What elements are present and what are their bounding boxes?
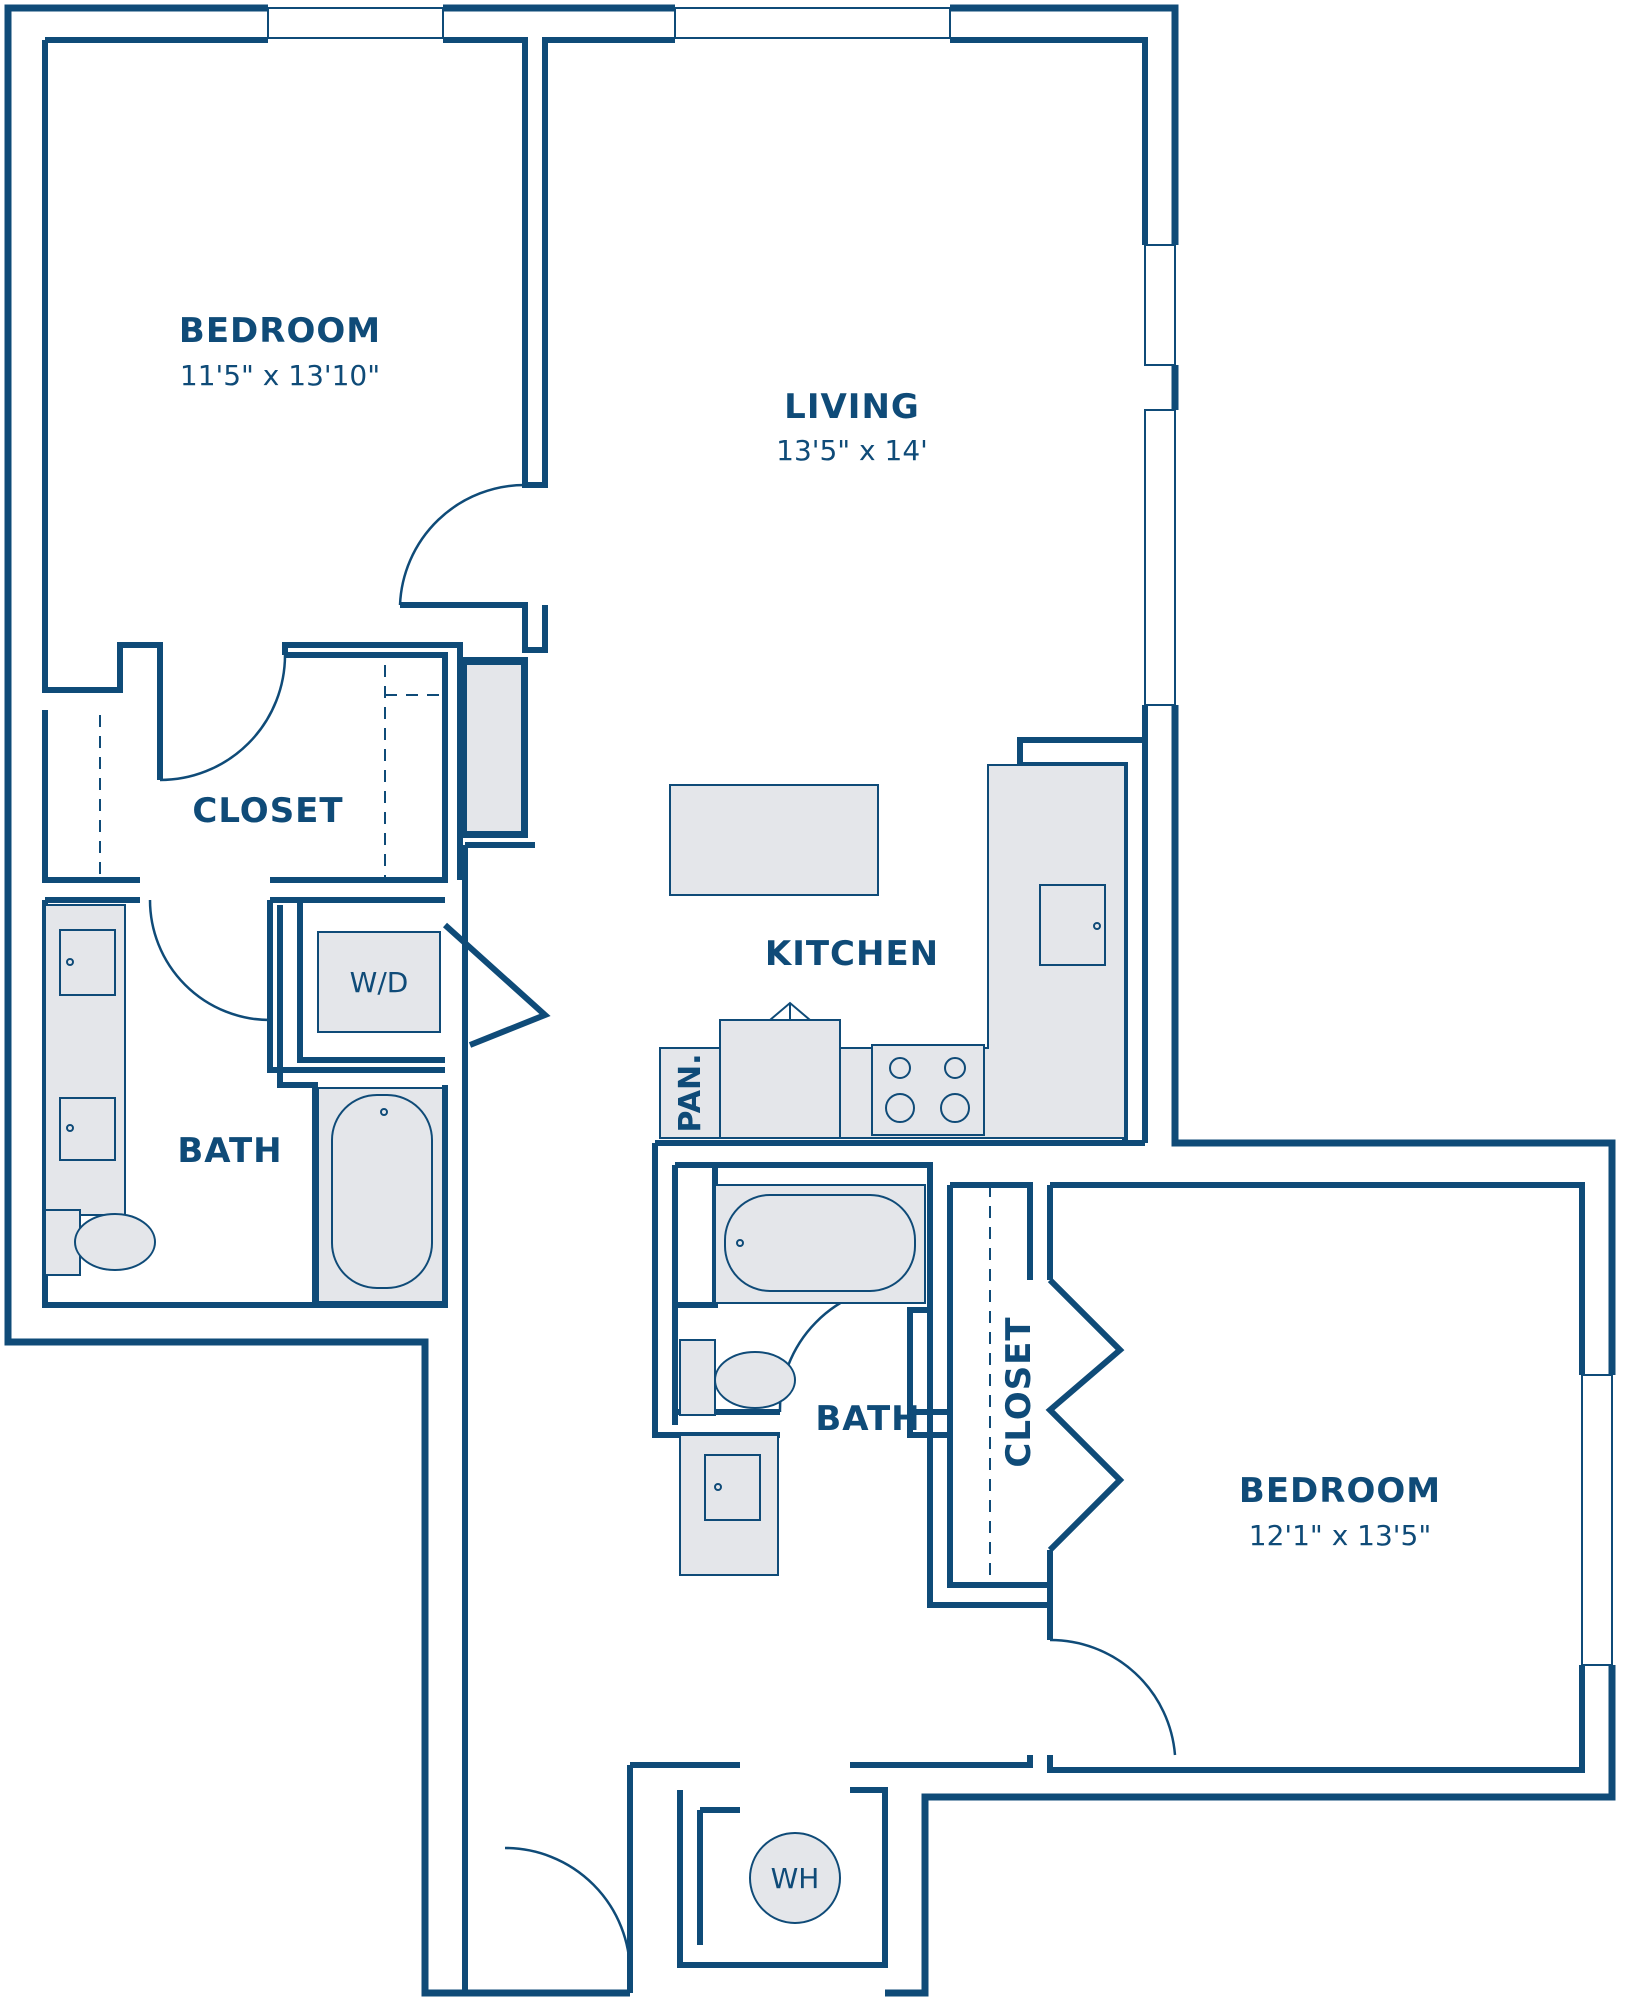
shaft	[465, 663, 523, 833]
doors	[148, 483, 1177, 1974]
bath-2-toilet-tank	[679, 1339, 716, 1416]
bedroom-2-dims: 12'1" x 13'5"	[1249, 1519, 1431, 1552]
window-living-right-upper	[1144, 244, 1176, 366]
bath-1-vanity	[44, 904, 126, 1216]
labels: BEDROOM 11'5" x 13'10" LIVING 13'5" x 14…	[177, 311, 1441, 1895]
door-bath-2	[778, 1283, 906, 1413]
bedroom-2-name: BEDROOM	[1239, 1471, 1441, 1511]
kitchen-name: KITCHEN	[765, 934, 939, 974]
outer-walls	[4, 4, 1616, 1997]
bath-2-tub	[714, 1184, 926, 1304]
dashed-lines	[99, 665, 991, 1585]
water-heater-label: WH	[771, 1862, 820, 1895]
door-bath-1	[148, 899, 271, 1022]
inner-walls	[42, 37, 1585, 1993]
bath-2-toilet-bowl	[714, 1351, 796, 1409]
kitchen-faucet	[1093, 922, 1101, 930]
range	[871, 1044, 985, 1136]
closet-2-name: CLOSET	[999, 1316, 1039, 1467]
refrigerator-lower	[719, 1019, 841, 1139]
window-living-top	[674, 7, 951, 39]
washer-dryer	[317, 931, 441, 1033]
washer-dryer-label: W/D	[350, 966, 409, 999]
kitchen-sink-basin	[1039, 884, 1106, 966]
door-bedroom-1	[398, 483, 526, 606]
bedroom-1-name: BEDROOM	[179, 311, 381, 351]
water-heater	[749, 1832, 841, 1924]
pantry-label: PAN.	[673, 1054, 708, 1133]
door-entry	[504, 1846, 632, 1974]
bath-2-vanity	[679, 1434, 779, 1576]
door-bedroom-2	[1049, 1638, 1177, 1756]
living-name: LIVING	[784, 387, 920, 427]
bedroom-1-dims: 11'5" x 13'10"	[180, 359, 380, 392]
pantry	[659, 1047, 721, 1139]
window-bedroom-top	[267, 7, 444, 39]
window-bedroom2-right	[1581, 1374, 1613, 1666]
bath-2-name: BATH	[815, 1399, 920, 1439]
bath-1-name: BATH	[177, 1131, 282, 1171]
fixtures	[44, 663, 1126, 1924]
living-dims: 13'5" x 14'	[776, 434, 928, 467]
closet-1-name: CLOSET	[192, 791, 343, 831]
bath-1-toilet-bowl	[74, 1213, 156, 1271]
windows	[267, 7, 1613, 1666]
window-living-right-lower	[1144, 409, 1176, 706]
door-closet-1	[159, 654, 287, 782]
kitchen-island	[669, 784, 879, 896]
